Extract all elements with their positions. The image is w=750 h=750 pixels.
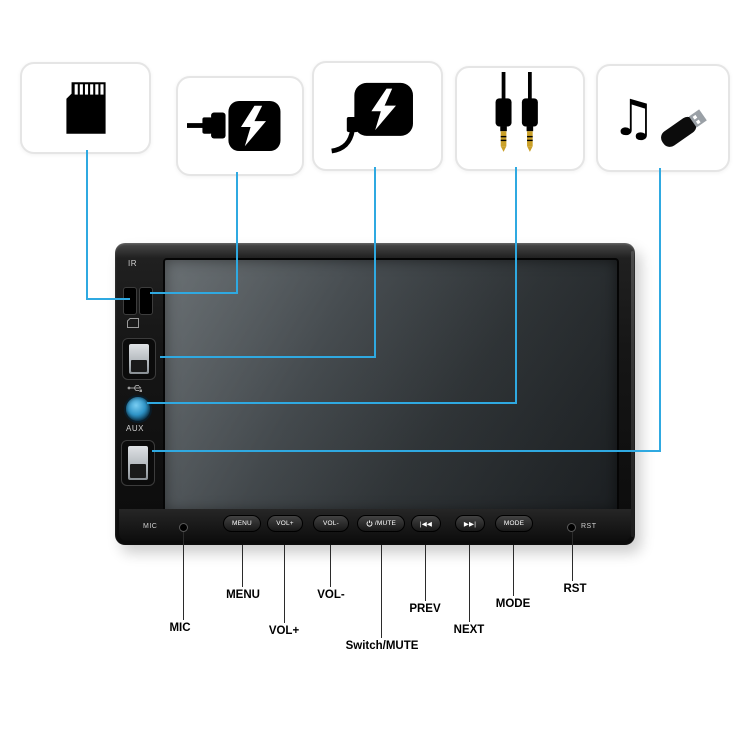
volume-down-button-label: VOL- [323,520,339,527]
feature-box-aux-plugs [455,66,585,171]
feature-box-sd-card [20,62,151,154]
power-mute-button: /MUTE [357,515,405,532]
callout-label-next: NEXT [453,624,485,636]
aux-label: AUX [126,424,144,433]
feature-box-usb-drive: ♫ [596,64,730,172]
music-note-usb-drive-icon: ♫ [611,89,707,147]
menu-button: MENU [223,515,261,532]
reset-label: RST [581,523,597,530]
connector-line-charge-vertical [374,167,376,358]
menu-button-label: MENU [232,520,252,527]
usb-port-1-metal [129,344,149,374]
callout-line-rst [572,532,573,581]
mic-label: MIC [143,523,158,530]
previous-track-icon: |◀◀ [419,520,433,528]
svg-text:♫: ♫ [611,89,656,147]
callout-label-switch-mute: Switch/MUTE [345,640,419,652]
connector-line-usb-vertical [659,168,661,452]
callout-line-switch-mute [381,545,382,638]
display-screen [163,258,619,514]
feature-box-usb-charging-cable [176,76,304,176]
sd-card-glyph-icon [127,318,139,328]
usb-port-2 [121,440,155,486]
usb-symbol-icon [127,385,142,392]
micro-sd-card-icon [65,82,106,134]
usb-port-2-metal [128,446,148,480]
tf-card-slot-1 [123,287,137,315]
aux-jack [124,395,152,423]
callout-line-vol-plus [284,545,285,623]
next-track-button: ▶▶| [455,515,485,532]
callout-label-vol-minus: VOL- [317,589,345,601]
usb-port-1 [122,338,156,380]
callout-line-vol-minus [330,545,331,587]
mode-button: MODE [495,515,533,532]
connector-line-usb-horizontal [152,450,661,452]
callout-label-prev: PREV [409,603,441,615]
mic-hole [179,523,188,532]
power-icon [366,520,373,527]
usb-charging-cable-icon [187,100,281,152]
connector-line-cable-vertical [236,172,238,294]
callout-label-rst: RST [563,583,587,595]
callout-label-mode: MODE [495,598,531,610]
connector-line-cable-horizontal [150,292,238,294]
callout-line-mic [183,532,184,620]
callout-line-menu [242,545,243,587]
callout-line-next [469,545,470,622]
next-track-icon: ▶▶| [463,520,477,528]
device-charging-icon [330,82,413,154]
power-mute-button-label: /MUTE [374,520,397,527]
callout-label-vol-plus: VOL+ [268,625,300,637]
volume-up-button: VOL+ [267,515,303,532]
callout-label-menu: MENU [226,589,260,601]
connector-line-charge-horizontal [160,356,376,358]
feature-box-device-charging [312,61,443,171]
volume-down-button: VOL- [313,515,349,532]
callout-line-prev [425,545,426,601]
connector-line-aux-horizontal [147,402,517,404]
mode-button-label: MODE [503,520,525,527]
connector-line-aux-vertical [515,167,517,404]
ir-sensor-label: IR [128,259,137,268]
aux-plugs-icon [495,71,538,152]
reset-hole [567,523,576,532]
volume-up-button-label: VOL+ [276,520,294,527]
tf-card-slot-2 [139,287,153,315]
callout-label-mic: MIC [169,622,191,634]
callout-line-mode [513,545,514,596]
connector-line-sd-vertical [86,150,88,300]
connector-line-sd-horizontal [86,298,130,300]
previous-track-button: |◀◀ [411,515,441,532]
